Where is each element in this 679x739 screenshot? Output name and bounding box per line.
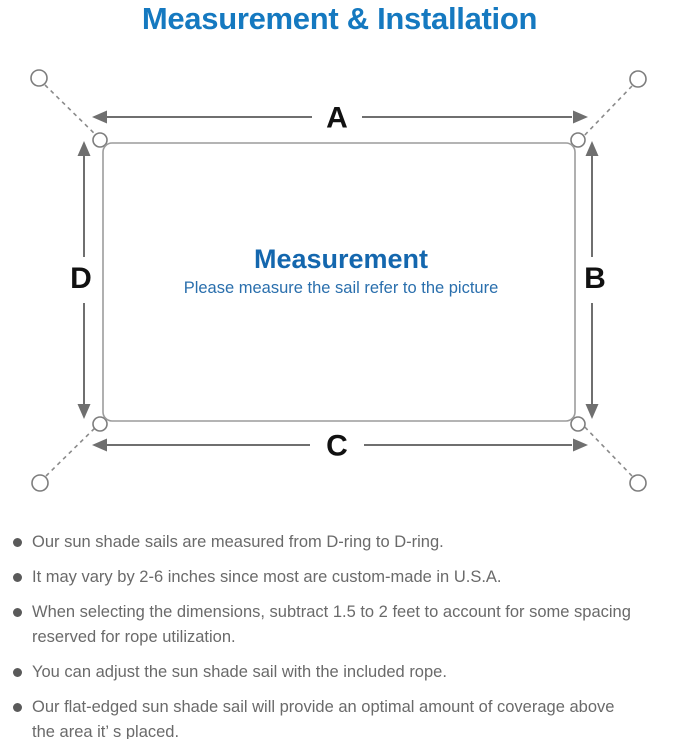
d-rings — [92, 132, 586, 432]
dimension-arrow-a: A — [92, 102, 588, 135]
tether-top-right — [580, 85, 633, 140]
dimension-label-a: A — [326, 102, 348, 135]
measurement-diagram: A C D B Measurement Please meas — [30, 69, 647, 492]
list-item: You can adjust the sun shade sail with t… — [0, 660, 679, 685]
d-ring-bottom-right-icon — [570, 416, 586, 432]
tether-bottom-right — [580, 422, 633, 477]
anchor-point-bottom-right-icon — [629, 474, 647, 492]
dimension-label-d: D — [70, 262, 92, 295]
tether-bottom-left — [45, 422, 101, 477]
arrowhead-up-icon — [585, 141, 599, 156]
list-item: Our flat-edged sun shade sail will provi… — [0, 695, 679, 739]
note-line: the area it’ s placed. — [32, 723, 180, 739]
arrowhead-up-icon — [77, 141, 91, 156]
bullet-icon — [13, 573, 22, 582]
page-title: Measurement & Installation — [141, 1, 538, 36]
dimension-arrow-c: C — [92, 430, 588, 463]
note-line: It may vary by 2-6 inches since most are… — [32, 568, 502, 586]
sail-outline — [102, 142, 576, 422]
tether-top-left — [44, 84, 101, 140]
bullet-icon — [13, 703, 22, 712]
note-text: Our flat-edged sun shade sail will provi… — [32, 695, 614, 739]
arrowhead-down-icon — [585, 404, 599, 419]
d-ring-bottom-left-icon — [92, 416, 108, 432]
arrowhead-down-icon — [77, 404, 91, 419]
dimension-arrow-d: D — [70, 141, 92, 419]
dimension-arrow-b: B — [584, 141, 606, 419]
d-ring-top-left-icon — [92, 132, 108, 148]
center-subheading: Please measure the sail refer to the pic… — [184, 279, 499, 297]
notes-list: Our sun shade sails are measured from D-… — [0, 528, 679, 739]
note-line: reserved for rope utilization. — [32, 628, 236, 646]
note-text: It may vary by 2-6 inches since most are… — [32, 565, 502, 590]
arrowhead-right-icon — [573, 438, 588, 452]
bullet-icon — [13, 668, 22, 677]
list-item: When selecting the dimensions, subtract … — [0, 600, 679, 650]
list-item: It may vary by 2-6 inches since most are… — [0, 565, 679, 590]
dimension-label-b: B — [584, 262, 606, 295]
notes-section: Our sun shade sails are measured from D-… — [0, 528, 679, 739]
anchor-points — [30, 69, 647, 492]
anchor-point-top-left-icon — [30, 69, 48, 87]
arrowhead-right-icon — [573, 110, 588, 124]
note-text: When selecting the dimensions, subtract … — [32, 600, 631, 650]
note-line: Our sun shade sails are measured from D-… — [32, 533, 444, 551]
anchor-point-top-right-icon — [629, 70, 647, 88]
d-ring-top-right-icon — [570, 132, 586, 148]
note-text: Our sun shade sails are measured from D-… — [32, 530, 444, 555]
note-line: You can adjust the sun shade sail with t… — [32, 663, 447, 681]
dimension-label-c: C — [326, 430, 348, 463]
arrowhead-left-icon — [92, 438, 107, 452]
bullet-icon — [13, 538, 22, 547]
note-line: When selecting the dimensions, subtract … — [32, 603, 631, 621]
list-item: Our sun shade sails are measured from D-… — [0, 530, 679, 555]
note-text: You can adjust the sun shade sail with t… — [32, 660, 447, 685]
arrowhead-left-icon — [92, 110, 107, 124]
tether-lines — [44, 84, 633, 477]
bullet-icon — [13, 608, 22, 617]
note-line: Our flat-edged sun shade sail will provi… — [32, 698, 615, 716]
anchor-point-bottom-left-icon — [31, 474, 49, 492]
center-heading: Measurement — [254, 244, 428, 274]
